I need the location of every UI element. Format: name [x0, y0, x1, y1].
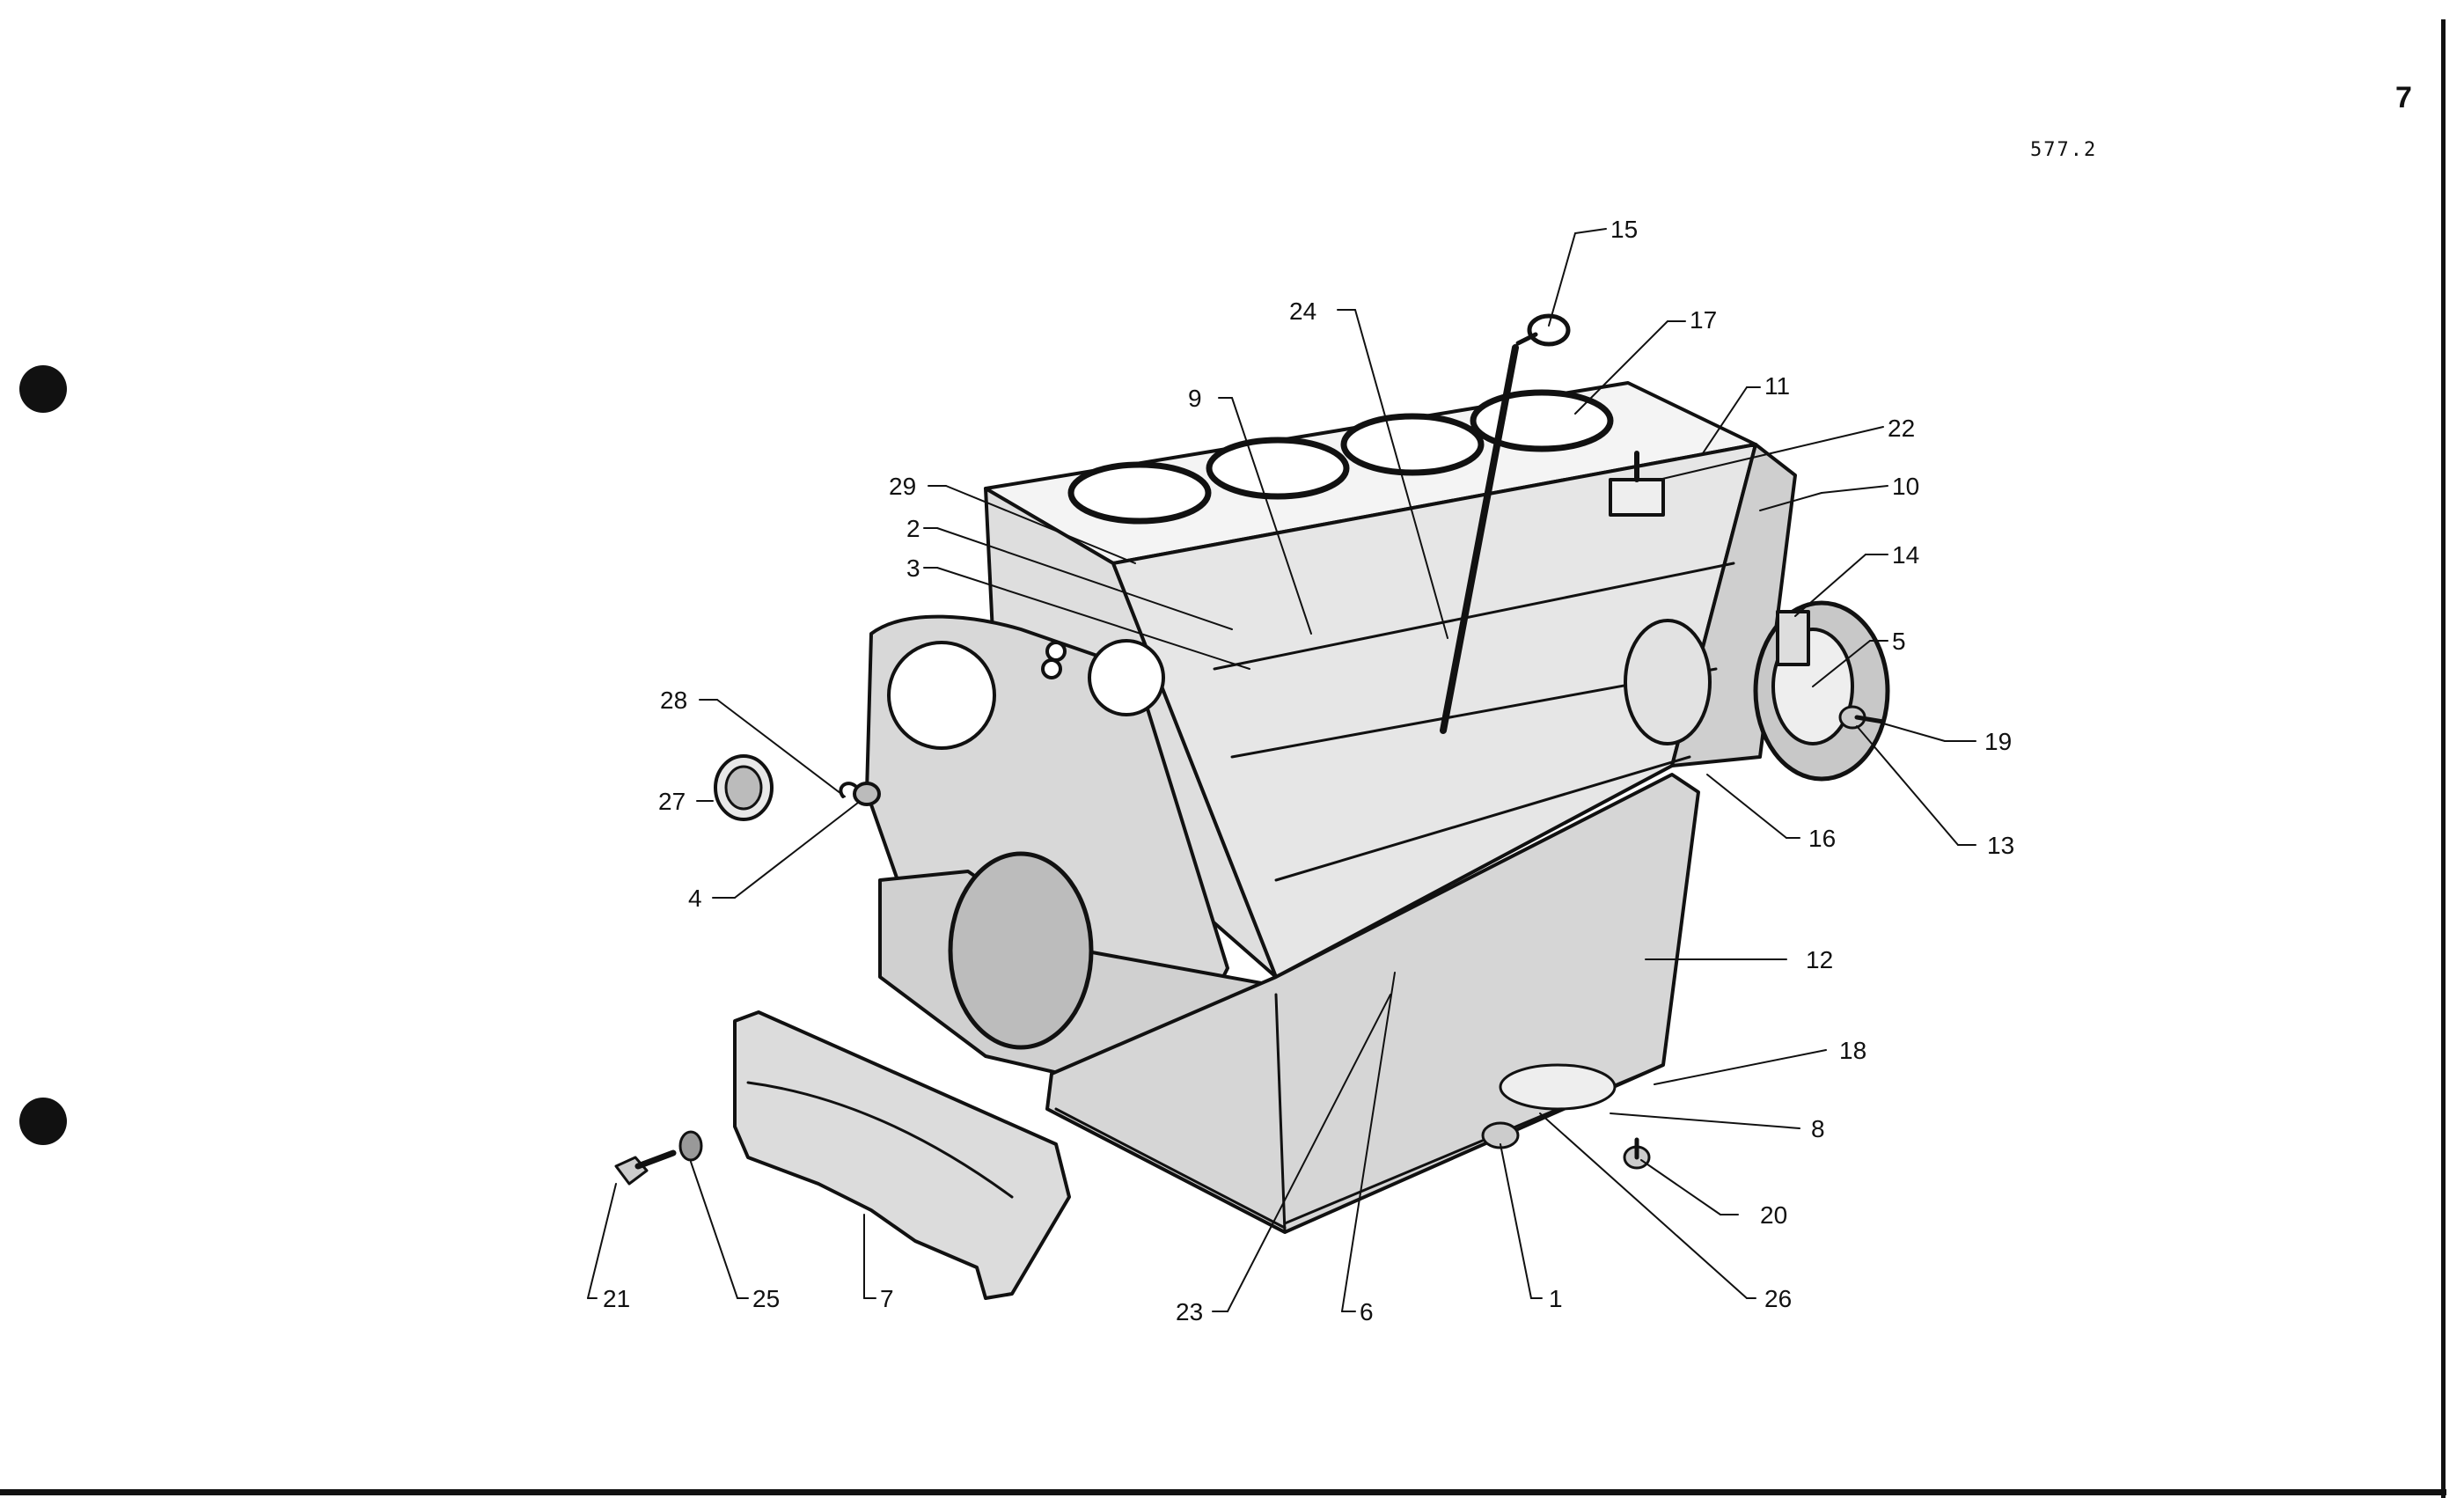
punch-hole-lower: [19, 1098, 67, 1145]
callout-28: 28: [660, 687, 687, 714]
callout-26: 26: [1764, 1285, 1792, 1312]
water-pump-housing: [1753, 600, 1890, 782]
bottom-border-line: [0, 1489, 2446, 1495]
callout-12: 12: [1806, 946, 1833, 973]
dowel-sleeve: [839, 782, 881, 806]
callout-1: 1: [1549, 1285, 1563, 1312]
flywheel-housing-guard: [733, 1010, 1071, 1300]
callout-29: 29: [889, 473, 916, 500]
callout-24: 24: [1289, 297, 1316, 325]
callout-4: 4: [688, 885, 702, 912]
callout-22: 22: [1888, 415, 1915, 442]
right-border-line: [2441, 19, 2446, 1498]
callout-11: 11: [1764, 372, 1790, 400]
callout-27: 27: [658, 788, 686, 815]
callout-17: 17: [1690, 306, 1717, 334]
callout-3: 3: [906, 554, 920, 582]
callout-8: 8: [1811, 1115, 1825, 1142]
callout-6: 6: [1360, 1298, 1374, 1325]
callout-21: 21: [603, 1285, 630, 1312]
callout-25: 25: [752, 1285, 780, 1312]
callout-10: 10: [1892, 473, 1919, 500]
loose-fasteners: [614, 705, 1886, 1186]
rear-oil-seal: [714, 754, 774, 821]
callout-18: 18: [1839, 1037, 1866, 1064]
callout-15: 15: [1610, 216, 1638, 243]
page-number: 7: [2395, 81, 2412, 114]
callout-labels: 15 24 17 11 9 22 29 10 2 14 3 5 28 19 27…: [603, 216, 2014, 1325]
callout-2: 2: [906, 515, 920, 542]
callout-20: 20: [1760, 1201, 1787, 1229]
callout-16: 16: [1808, 825, 1836, 852]
callout-9: 9: [1188, 385, 1202, 412]
drawing-reference: 577.2: [2030, 139, 2098, 161]
callout-13: 13: [1987, 832, 2014, 859]
callout-leader-lines: [587, 228, 1976, 1312]
dipstick-tube: [1440, 313, 1571, 734]
callout-23: 23: [1176, 1298, 1203, 1325]
oil-sump: [1045, 773, 1700, 1234]
callout-5: 5: [1892, 628, 1906, 655]
callout-7: 7: [880, 1285, 894, 1312]
oil-filter-mount: [1609, 451, 1712, 745]
punch-hole-upper: [19, 365, 67, 413]
callout-14: 14: [1892, 541, 1919, 569]
callout-19: 19: [1984, 728, 2012, 755]
